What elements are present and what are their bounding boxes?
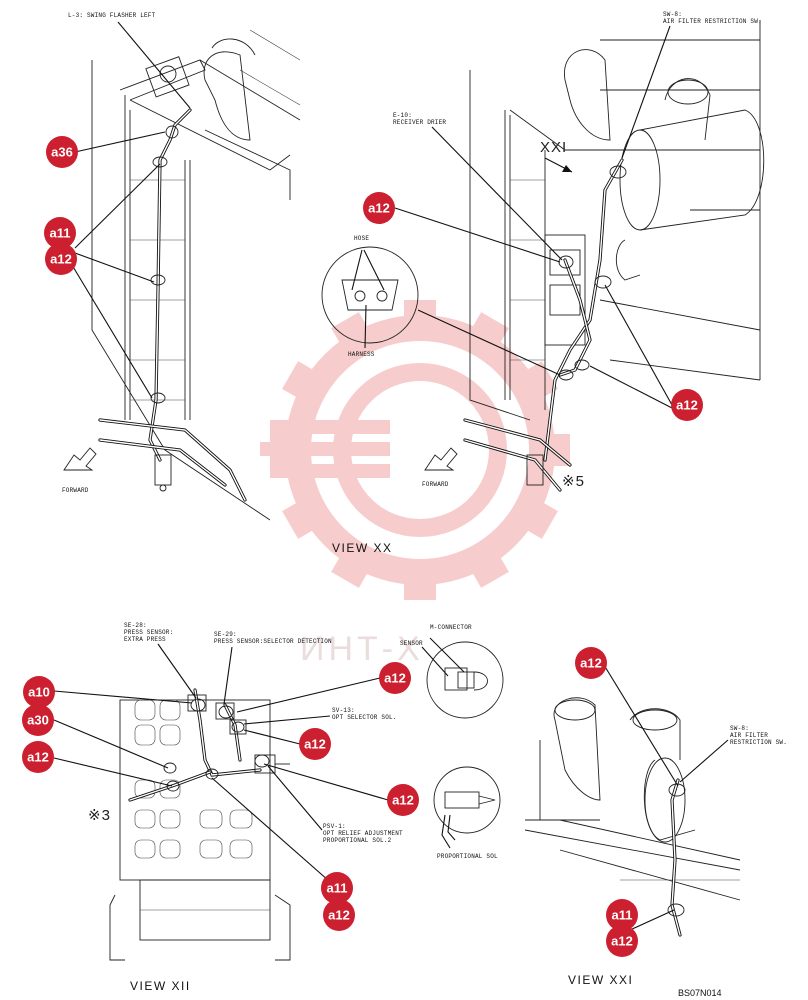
badge-a12-bottom: a12 [323,899,355,931]
label-sv13-1: SV-13: [332,707,355,714]
badge-a12-se29-label: a12 [384,671,406,686]
label-se29-1: SE-29: [214,631,237,638]
badge-a12-e10-label: a12 [368,201,390,216]
view-xxi-title: VIEW XXI [568,973,633,987]
badge-a12-right-circle [671,389,703,421]
badge-a12-e10: a12 [363,192,395,224]
label-mconnector: M-CONNECTOR [430,624,472,631]
badge-a10-circle [23,676,55,708]
badge-a12-sv13-circle [299,728,331,760]
watermark-gear-icon [260,300,570,600]
inset-hose-harness [321,246,561,376]
badge-a12-right-label: a12 [676,398,698,413]
badge-a30-circle [22,704,54,736]
badge-a12-right: a12 [671,389,703,421]
badge-a12-valve-left: a12 [22,741,54,773]
badge-a12-xxi-top: a12 [575,647,607,679]
watermark-text: ИНТ-Х [300,630,424,668]
label-hose: HOSE [354,235,369,242]
badge-a12-e10-circle [363,192,395,224]
label-sw8-bot-1: SW-8: [730,725,749,732]
badge-a12-left-circle [45,243,77,275]
label-l3: L-3: SWING FLASHER LEFT [68,12,156,19]
label-propsol: PROPORTIONAL SOL [437,853,498,860]
badge-a12-bottom-circle [323,899,355,931]
badge-a11-xxi-circle [606,899,638,931]
badge-a12-xxi: a12 [606,925,638,957]
badge-a10-label: a10 [28,685,50,700]
label-sv13-2: OPT SELECTOR SOL. [332,714,397,721]
label-sw8-top-1: SW-8: [663,11,682,18]
label-forward-right: FORWARD [422,481,449,488]
badge-a12-psv1-circle [387,784,419,816]
label-x5: ※5 [562,473,585,490]
label-x3: ※3 [88,807,111,824]
view-xx-right-drawing [424,20,765,492]
forward-arrow-left-icon [63,447,97,471]
label-sw8-bot-3: RESTRICTION SW. [730,739,787,746]
label-sw8-bot-2: AIR FILTER [730,732,768,739]
badge-a12-left-label: a12 [50,252,72,267]
inset-m-connector [421,637,504,719]
label-forward-left: FORWARD [62,487,89,494]
label-se29-2: PRESS SENSOR:SELECTOR DETECTION [214,638,332,645]
forward-arrow-right-icon [424,447,458,471]
badge-a30: a30 [22,704,54,736]
badge-a10: a10 [23,676,55,708]
label-se28-2: PRESS SENSOR: [124,629,173,636]
badge-a11-left-label: a11 [50,226,71,241]
label-e10-2: RECEIVER DRIER [393,119,446,126]
label-psv1-2: OPT RELIEF ADJUSTMENT [323,830,403,837]
view-xxi-drawing [524,697,741,937]
label-se28-1: SE-28: [124,622,147,629]
view-xii-title: VIEW XII [130,979,191,993]
badge-a12-sv13: a12 [299,728,331,760]
badge-a11-left-circle [44,217,76,249]
label-sw8-top-2: AIR FILTER RESTRICTION SW. [663,18,762,25]
inset-proportional-sol [433,766,501,849]
badge-a12-valve-left-label: a12 [27,750,49,765]
label-sensor: SENSOR [400,640,423,647]
badge-a12-left: a12 [45,243,77,275]
badge-a11-bottom: a11 [321,872,353,904]
badge-a12-xxi-top-label: a12 [580,656,602,671]
badge-a12-bottom-label: a12 [328,908,350,923]
badge-a12-xxi-label: a12 [611,934,633,949]
badge-a11-bottom-circle [321,872,353,904]
label-e10-1: E-10: [393,112,412,119]
badge-a12-se29: a12 [379,662,411,694]
label-xxi-arrow: XXI [540,139,567,156]
badge-a12-psv1: a12 [387,784,419,816]
label-psv1-3: PROPORTIONAL SOL.2 [323,837,392,844]
badge-a36: a36 [46,136,78,168]
badge-a30-label: a30 [27,713,49,728]
badge-a36-label: a36 [51,145,73,160]
label-se28-3: EXTRA PRESS [124,636,166,643]
badge-leaders [53,131,679,931]
label-psv1-1: PSV-1: [323,823,346,830]
badge-a12-xxi-top-circle [575,647,607,679]
badge-a12-psv1-label: a12 [392,793,414,808]
drawing-code: BS07N014 [678,988,722,998]
badge-a12-sv13-label: a12 [304,737,326,752]
badge-a36-circle [46,136,78,168]
badge-a11-xxi-label: a11 [612,908,633,923]
view-xx-left-drawing [63,29,301,521]
view-xii-drawing [109,688,291,961]
badge-a11-xxi: a11 [606,899,638,931]
callout-badges: a36 a11 a12 a12 a12 a12 a10 a30 a12 a12 a12 a11 a12 a… [22,136,703,957]
view-xx-title: VIEW XX [332,541,393,555]
badge-a12-se29-circle [379,662,411,694]
label-harness: HARNESS [348,351,375,358]
badge-a12-valve-left-circle [22,741,54,773]
badge-a12-xxi-circle [606,925,638,957]
badge-a11-left: a11 [44,217,76,249]
badge-a11-bottom-label: a11 [327,881,348,896]
